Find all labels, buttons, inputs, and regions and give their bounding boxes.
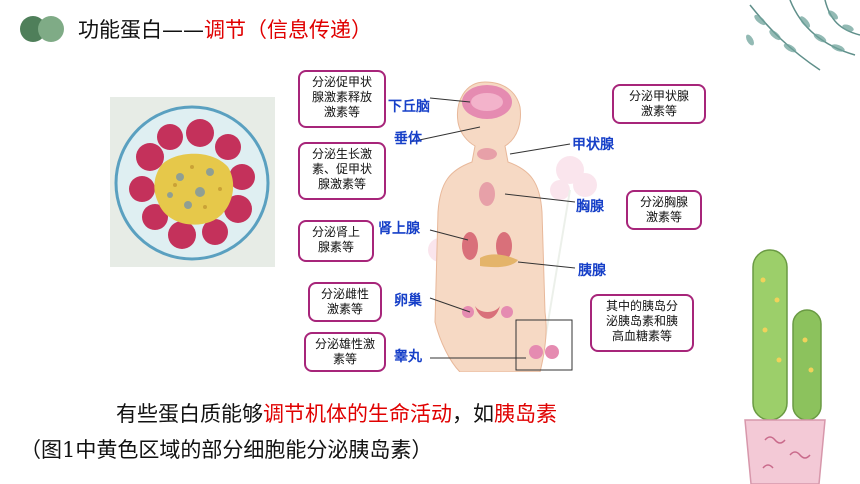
cactus-decoration-icon bbox=[744, 249, 826, 484]
callout-pancreas: 其中的胰岛分 泌胰岛素和胰 高血糖素等 bbox=[590, 294, 694, 352]
callout-testis: 分泌雄性激 素等 bbox=[304, 332, 386, 372]
title-prefix: 功能蛋白—— bbox=[78, 18, 204, 42]
body-figure bbox=[409, 81, 576, 372]
islet-cell-image bbox=[110, 97, 275, 267]
callout-ovary: 分泌雌性 激素等 bbox=[308, 282, 382, 322]
leaf-decoration-icon bbox=[746, 0, 860, 71]
callout-hypothalamus: 分泌促甲状 腺激素释放 激素等 bbox=[298, 70, 386, 128]
endocrine-diagram: 分泌促甲状 腺激素释放 激素等 分泌生长激 素、促甲状 腺激素等 分泌肾上 腺素… bbox=[290, 62, 710, 372]
label-thyroid: 甲状腺 bbox=[572, 137, 614, 153]
label-testis: 睾丸 bbox=[394, 349, 422, 365]
title-highlight: 调节（信息传递） bbox=[204, 18, 372, 42]
callout-adrenal: 分泌肾上 腺素等 bbox=[298, 220, 374, 262]
label-hypothalamus: 下丘脑 bbox=[388, 99, 430, 115]
bullet-icon bbox=[18, 12, 68, 46]
paragraph-line-2: （图1中黄色区域的部分细胞能分泌胰岛素） bbox=[20, 438, 433, 462]
page-title: 功能蛋白——调节（信息传递） bbox=[78, 14, 372, 44]
label-pituitary: 垂体 bbox=[394, 131, 422, 147]
label-ovary: 卵巢 bbox=[394, 293, 422, 309]
callout-thymus: 分泌胸腺 激素等 bbox=[626, 190, 702, 230]
title-row: 功能蛋白——调节（信息传递） bbox=[18, 12, 372, 46]
paragraph-line-1: 有些蛋白质能够调节机体的生命活动，如胰岛素 bbox=[116, 402, 557, 426]
callout-pituitary: 分泌生长激 素、促甲状 腺激素等 bbox=[298, 142, 386, 200]
callout-thyroid: 分泌甲状腺 激素等 bbox=[612, 84, 706, 124]
label-thymus: 胸腺 bbox=[576, 199, 604, 215]
body-paragraph: 有些蛋白质能够调节机体的生命活动，如胰岛素 （图1中黄色区域的部分细胞能分泌胰岛… bbox=[20, 396, 740, 468]
label-adrenal: 肾上腺 bbox=[378, 221, 420, 237]
label-pancreas: 胰腺 bbox=[578, 263, 606, 279]
